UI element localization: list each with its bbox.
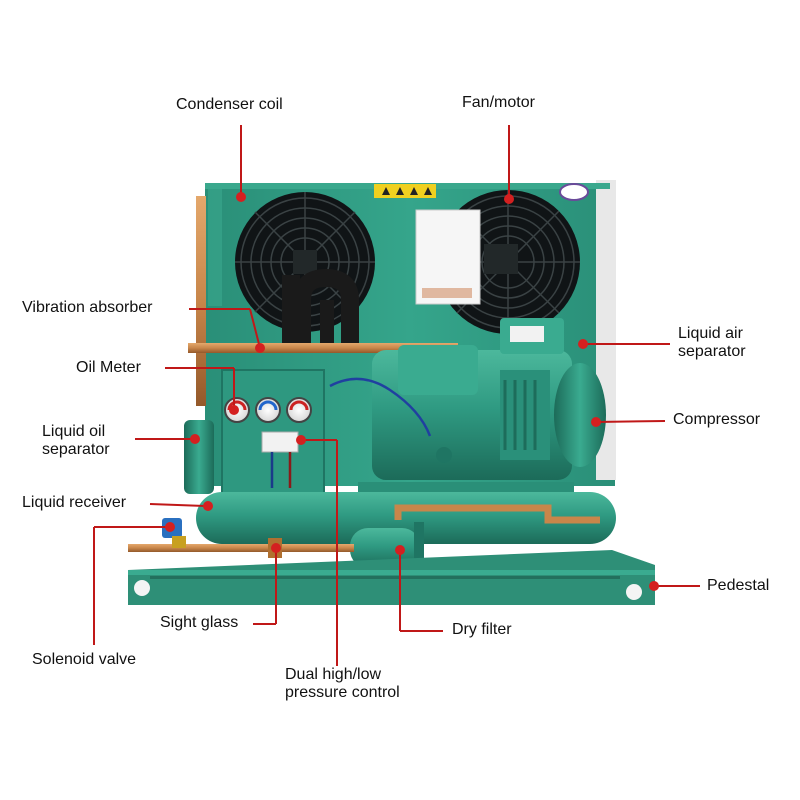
label-oil-meter: Oil Meter: [76, 359, 141, 376]
warning-label-icon: [374, 184, 436, 198]
label-compressor: Compressor: [673, 411, 761, 428]
copper-liquid-line: [128, 544, 354, 552]
leader-lines: [93, 125, 700, 666]
label-dual-pressure-control: Dual high/low pressure control: [285, 666, 400, 701]
vibration-absorber-tubes: [282, 268, 359, 345]
copper-riser-pipe: [196, 196, 206, 406]
callout-dots: [165, 192, 659, 591]
label-sight-glass: Sight glass: [160, 614, 239, 631]
pressure-gauge-icon: [224, 397, 312, 423]
label-dry-filter: Dry filter: [452, 621, 512, 638]
label-condenser-coil: Condenser coil: [176, 96, 283, 113]
pressure-switch: [261, 431, 299, 488]
dry-filter-unit: [350, 522, 424, 572]
fan-left: [235, 192, 375, 332]
label-solenoid-valve: Solenoid valve: [32, 651, 137, 668]
copper-discharge-line: [394, 504, 600, 524]
liquid-oil-separator-tank: [184, 420, 214, 494]
label-liquid-oil-separator: Liquid oil separator: [42, 423, 110, 458]
label-pedestal: Pedestal: [707, 577, 770, 594]
compressor-body: [358, 318, 606, 498]
pedestal-frame: [128, 550, 655, 605]
brand-badge-icon: [559, 183, 589, 201]
copper-main-line: [188, 343, 458, 353]
label-vibration-absorber: Vibration absorber: [22, 299, 153, 316]
label-fan-motor: Fan/motor: [462, 94, 535, 111]
manual-document: [415, 209, 481, 305]
label-liquid-receiver: Liquid receiver: [22, 494, 127, 511]
control-wiring: [329, 377, 432, 437]
label-liquid-air-separator: Liquid air separator: [678, 325, 746, 360]
